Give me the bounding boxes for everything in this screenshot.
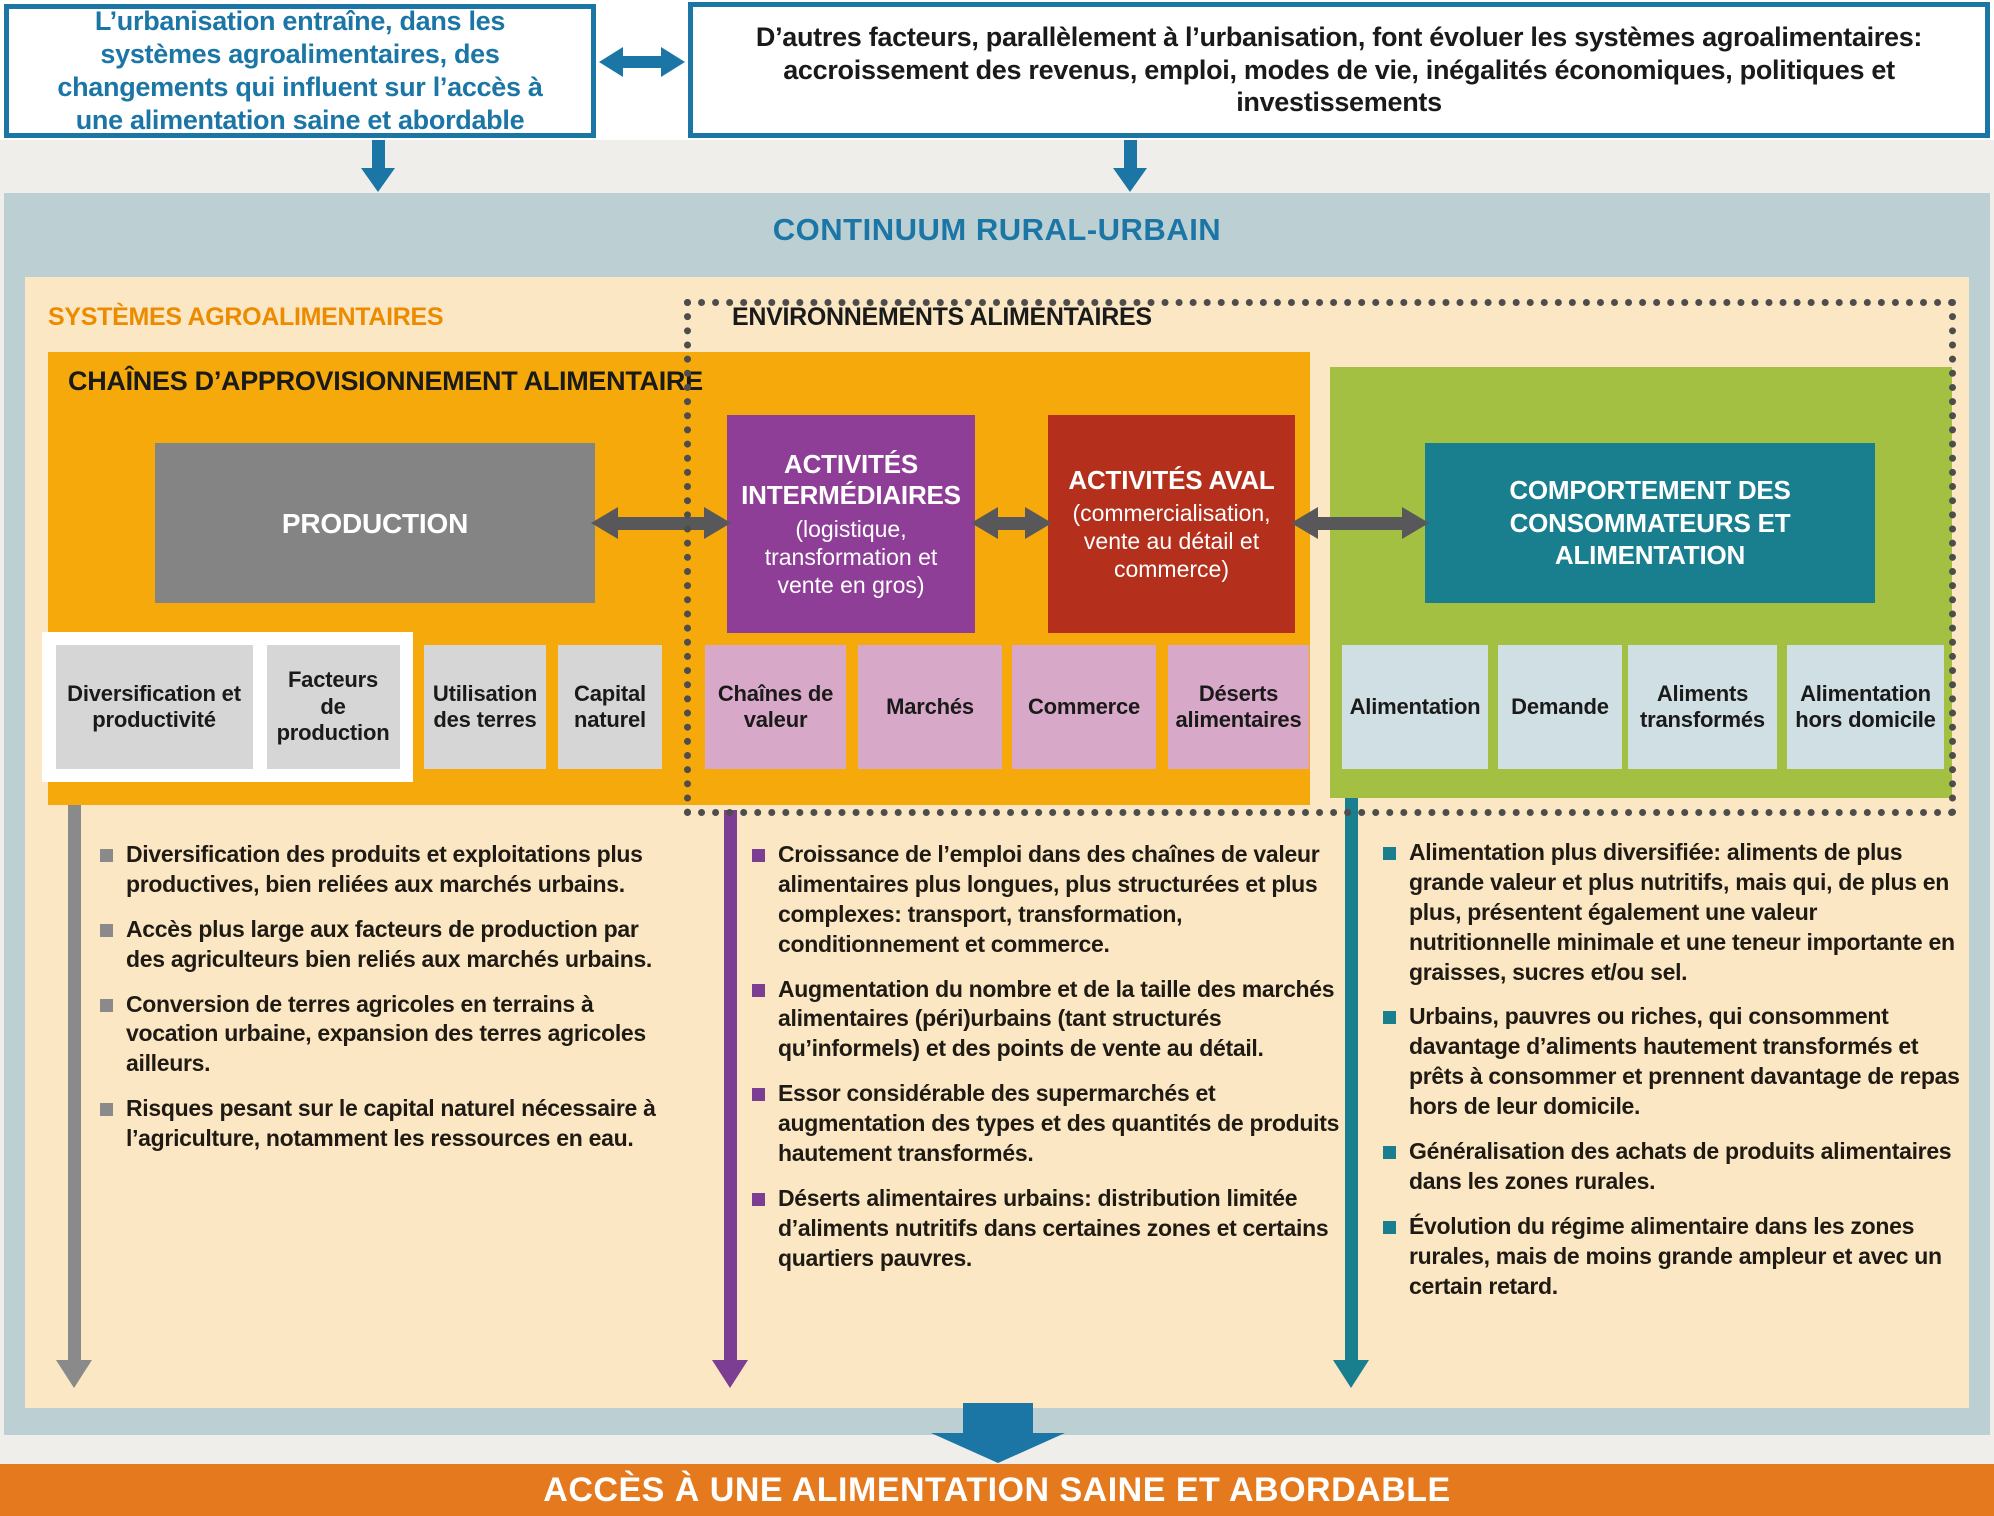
chip-deserts-alimentaires: Déserts alimentaires <box>1168 645 1309 769</box>
consumer-column-arrow-icon <box>1333 798 1369 1388</box>
intermediate-activities-title: ACTIVITÉS INTERMÉDIAIRES <box>741 449 961 510</box>
production-column-arrow-icon <box>56 805 92 1388</box>
production-intermediate-arrow-icon <box>591 507 731 539</box>
continuum-title: CONTINUUM RURAL-URBAIN <box>772 212 1222 247</box>
downstream-consumer-arrow-icon <box>1291 507 1429 539</box>
intermediate-downstream-arrow-icon <box>971 507 1052 539</box>
down-arrow-icon <box>1113 140 1147 192</box>
chip-capital-naturel: Capital naturel <box>558 645 662 769</box>
bullet-square-icon <box>752 983 765 997</box>
chip-facteurs-production: Facteurs de production <box>266 645 400 769</box>
arrow-line <box>623 56 661 68</box>
bullet-square-icon <box>100 998 113 1012</box>
bullet-square-icon <box>100 849 113 862</box>
chip-demande: Demande <box>1498 645 1622 769</box>
list-item: Croissance de l’emploi dans des chaînes … <box>752 840 1344 960</box>
bullet-square-icon <box>752 849 765 862</box>
food-environments-label: ENVIRONNEMENTS ALIMENTAIRES <box>732 303 1152 331</box>
access-down-arrow-icon <box>931 1403 1065 1463</box>
other-factors-text: D’autres facteurs, parallèlement à l’urb… <box>755 21 1923 118</box>
urbanisation-text: L’urbanisation entraîne, dans les systèm… <box>57 6 543 135</box>
list-item: Risques pesant sur le capital naturel né… <box>100 1094 657 1154</box>
arrow-right-head <box>661 47 685 77</box>
bullet-square-icon <box>752 1192 765 1206</box>
access-banner-text: ACCÈS À UNE ALIMENTATION SAINE ET ABORDA… <box>543 1470 1451 1509</box>
chip-utilisation-terres: Utilisation des terres <box>424 645 546 769</box>
chip-diversification: Diversification et productivité <box>55 645 253 769</box>
list-item: Alimentation plus diversifiée: aliments … <box>1383 838 1960 987</box>
bullet-square-icon <box>1383 1146 1396 1160</box>
bullet-square-icon <box>1383 1220 1396 1234</box>
downstream-activities-subtitle: (commercialisation, vente au détail et c… <box>1072 500 1271 583</box>
down-arrow-icon <box>361 140 395 192</box>
list-item: Déserts alimentaires urbains: distributi… <box>752 1184 1344 1274</box>
intermediate-activities-subtitle: (logistique, transformation et vente en … <box>764 515 938 598</box>
bullet-square-icon <box>1383 847 1396 860</box>
environment-bullet-list: Croissance de l’emploi dans des chaînes … <box>752 840 1344 1289</box>
food-supply-chains-title: CHAÎNES D’APPROVISIONNEMENT ALIMENTAIRE <box>68 366 703 396</box>
chip-alimentation: Alimentation <box>1342 645 1488 769</box>
bullet-square-icon <box>752 1088 765 1102</box>
other-factors-box: D’autres facteurs, parallèlement à l’urb… <box>688 2 1990 138</box>
consumer-bullet-list: Alimentation plus diversifiée: aliments … <box>1383 838 1960 1316</box>
production-box: PRODUCTION <box>155 443 595 603</box>
list-item: Généralisation des achats de produits al… <box>1383 1137 1960 1197</box>
left-right-double-arrow-icon <box>599 47 685 77</box>
access-banner: ACCÈS À UNE ALIMENTATION SAINE ET ABORDA… <box>0 1464 1994 1516</box>
list-item: Essor considérable des supermarchés et a… <box>752 1079 1344 1169</box>
consumer-behaviour-box: COMPORTEMENT DES CONSOMMATEURS ET ALIMEN… <box>1425 443 1875 603</box>
list-item: Évolution du régime alimentaire dans les… <box>1383 1212 1960 1302</box>
intermediate-activities-box: ACTIVITÉS INTERMÉDIAIRES (logistique, tr… <box>727 415 975 633</box>
chip-chaines-valeur: Chaînes de valeur <box>705 645 846 769</box>
list-item: Accès plus large aux facteurs de product… <box>100 915 657 975</box>
chip-alimentation-hors-domicile: Alimentation hors domicile <box>1787 645 1944 769</box>
list-item: Conversion de terres agricoles en terrai… <box>100 990 657 1080</box>
downstream-activities-box: ACTIVITÉS AVAL (commercialisation, vente… <box>1048 415 1295 633</box>
list-item: Augmentation du nombre et de la taille d… <box>752 975 1344 1065</box>
list-item: Diversification des produits et exploita… <box>100 840 657 900</box>
bullet-square-icon <box>100 923 113 937</box>
bullet-square-icon <box>1383 1011 1396 1025</box>
agrifood-systems-label: SYSTÈMES AGROALIMENTAIRES <box>48 303 444 331</box>
arrow-left-head <box>599 47 623 77</box>
environment-column-arrow-icon <box>712 810 748 1388</box>
list-item: Urbains, pauvres ou riches, qui consomme… <box>1383 1002 1960 1122</box>
chip-commerce: Commerce <box>1012 645 1156 769</box>
bullet-square-icon <box>100 1103 113 1117</box>
urbanisation-box: L’urbanisation entraîne, dans les systèm… <box>4 4 596 138</box>
production-chip-group: Diversification et productivité Facteurs… <box>42 632 413 782</box>
chip-marches: Marchés <box>858 645 1002 769</box>
downstream-activities-title: ACTIVITÉS AVAL <box>1068 464 1275 495</box>
chip-aliments-transformes: Aliments transformés <box>1628 645 1777 769</box>
production-bullet-list: Diversification des produits et exploita… <box>100 840 657 1169</box>
